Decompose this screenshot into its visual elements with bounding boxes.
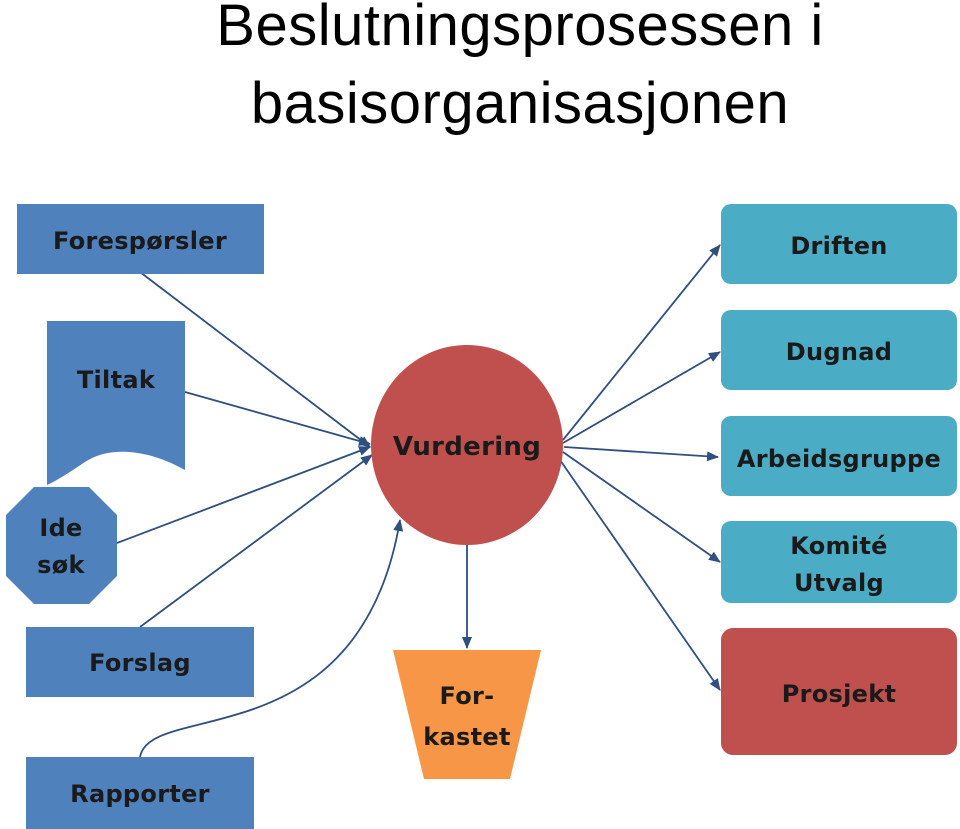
- node-label: Vurdering: [393, 432, 541, 462]
- node-komite: Komité Utvalg: [721, 521, 957, 603]
- node-label: Forespørsler: [53, 227, 227, 255]
- rounded-box: [721, 628, 957, 755]
- node-ide: Ide søk: [6, 487, 117, 604]
- trapezoid-shape: [393, 650, 541, 779]
- arrow-foresporsler-to-vurdering: [139, 271, 371, 448]
- node-label: Tiltak: [77, 366, 156, 394]
- node-forkastet: For- kastet: [393, 650, 541, 779]
- node-label: Dugnad: [786, 338, 892, 366]
- node-label-line-2: kastet: [423, 723, 510, 751]
- node-label: Prosjekt: [782, 680, 897, 708]
- node-vurdering: Vurdering: [371, 345, 563, 545]
- node-label-line-2: Utvalg: [794, 569, 884, 597]
- node-arbeidsgruppe: Arbeidsgruppe: [721, 416, 957, 496]
- arrow-forslag-to-vurdering: [139, 454, 373, 628]
- node-label: Forslag: [89, 649, 191, 677]
- process-box: [17, 204, 264, 274]
- node-label-line-1: For-: [440, 682, 495, 710]
- node-prosjekt: Prosjekt: [721, 628, 957, 755]
- node-foresporsler: Forespørsler: [17, 204, 264, 274]
- rounded-box: [721, 521, 957, 603]
- node-rapporter: Rapporter: [26, 757, 254, 829]
- node-tiltak: Tiltak: [47, 321, 185, 485]
- node-forslag: Forslag: [26, 627, 254, 697]
- process-box: [26, 627, 254, 697]
- title-line-2: basisorganisasjonen: [250, 71, 790, 136]
- node-dugnad: Dugnad: [721, 310, 957, 390]
- arrow-vurdering-to-dugnad: [562, 351, 721, 444]
- node-label-line-1: Komité: [790, 532, 887, 560]
- arrow-vurdering-to-arbeidsgruppe: [563, 446, 719, 462]
- arrow-vurdering-to-driften: [562, 244, 721, 441]
- node-label: Arbeidsgruppe: [737, 445, 941, 473]
- node-label-line-2: søk: [37, 551, 85, 579]
- node-driften: Driften: [721, 204, 957, 284]
- rounded-box: [721, 204, 957, 284]
- octagon-shape: [6, 487, 117, 604]
- node-label: Rapporter: [70, 780, 210, 808]
- circle-shape: [371, 345, 563, 545]
- node-label-line-1: Ide: [39, 514, 82, 542]
- rounded-box: [721, 310, 957, 390]
- arrow-vurdering-to-prosjekt: [559, 459, 721, 691]
- arrow-rapporter-to-vurdering: [139, 519, 404, 758]
- title-line-1: Beslutningsprosessen i: [216, 0, 824, 58]
- arrow-tiltak-to-vurdering: [184, 391, 371, 446]
- output-arrows: [462, 244, 721, 691]
- rounded-box: [721, 416, 957, 496]
- arrow-ide-to-vurdering: [116, 446, 371, 544]
- input-arrows: [116, 271, 404, 758]
- document-shape: [47, 321, 185, 485]
- process-box: [26, 757, 254, 829]
- arrow-vurdering-to-komite: [562, 451, 721, 563]
- node-label: Driften: [790, 232, 887, 260]
